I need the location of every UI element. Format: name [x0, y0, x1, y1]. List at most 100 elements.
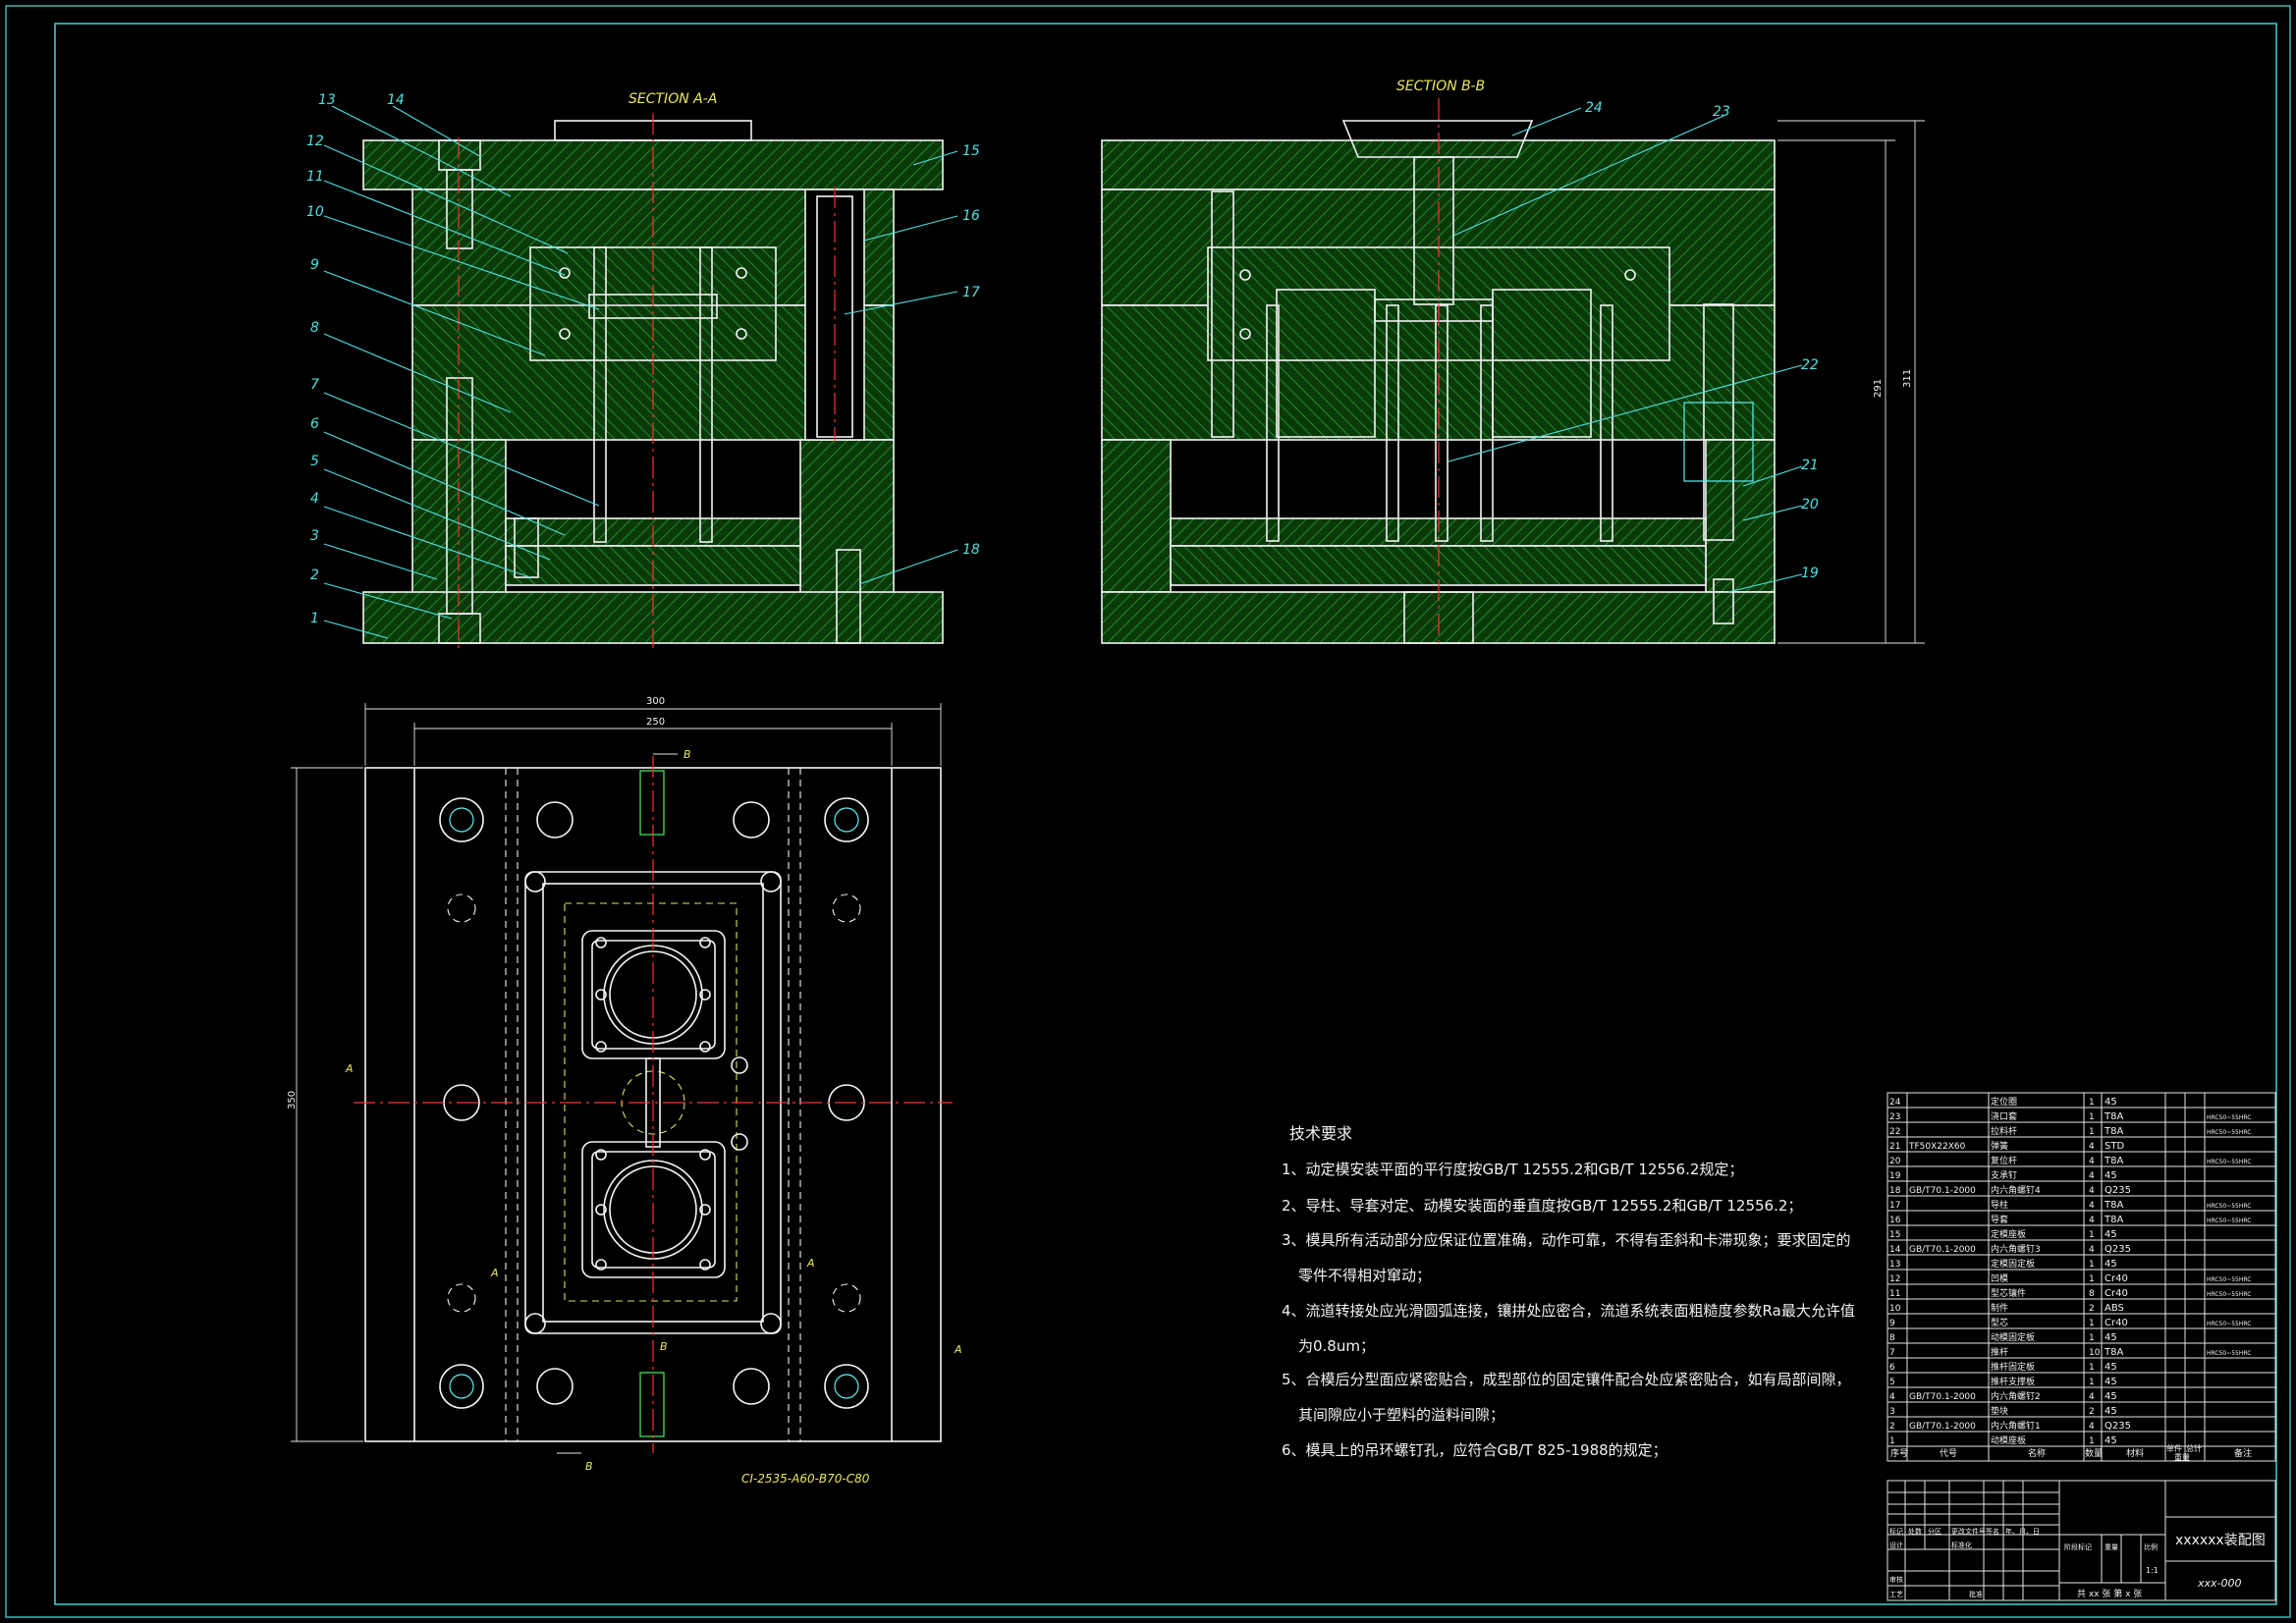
tb-sign: 签名 [1986, 1527, 1999, 1536]
bom-cell-no: 23 [1889, 1112, 1900, 1122]
bom-cell-qty: 4 [2089, 1422, 2095, 1432]
bom-cell-qty: 1 [2089, 1436, 2095, 1446]
bom-header-row: 序号 代号 名称 数量 材料 单件 总计 重量 备注 [1890, 1443, 2252, 1462]
bom-cell-no: 7 [1889, 1348, 1895, 1358]
bom-cell-std: GB/T70.1-2000 [1909, 1392, 1976, 1402]
bom-cell-name: 内六角螺钉4 [1991, 1184, 2041, 1196]
bom-cell-name: 凹模 [1991, 1273, 2008, 1284]
tb-count: 处数 [1908, 1527, 1922, 1536]
tb-review: 审核 [1889, 1575, 1903, 1584]
bom-cell-no: 2 [1889, 1422, 1895, 1432]
bom-cell-note: HRC50~55HRC [2207, 1321, 2251, 1327]
bom-cell-note: HRC50~55HRC [2207, 1129, 2251, 1136]
bom-h-weight: 重量 [2174, 1452, 2190, 1462]
bom-cell-mat: 45 [2105, 1332, 2117, 1343]
tb-date: 年、月、日 [2005, 1527, 2040, 1536]
tb-mark: 标记 [1889, 1527, 1903, 1536]
tb-process: 工艺 [1889, 1591, 1903, 1598]
plan-dim-height: 350 [287, 1091, 298, 1109]
bom-cell-note: HRC50~55HRC [2207, 1276, 2251, 1283]
bom-cell-mat: 45 [2105, 1406, 2117, 1417]
bom-cell-no: 20 [1889, 1157, 1901, 1166]
bom-cell-mat: Q235 [2105, 1185, 2131, 1196]
bb-dim-outer: 311 [1902, 369, 1913, 388]
bom-cell-mat: ABS [2105, 1303, 2124, 1314]
tb-ratio: 比例 [2144, 1542, 2158, 1551]
tech-req-item-5: 5、合模后分型面应紧密贴合，成型部位的固定镶件配合处应紧密贴合，如有局部间隙， [1282, 1371, 1851, 1388]
bom-cell-qty: 1 [2089, 1230, 2095, 1240]
section-bb-title: SECTION B-B [1396, 79, 1485, 94]
aa-part-5: 5 [310, 454, 319, 469]
cut-a-left: A [345, 1062, 354, 1075]
bom-cell-qty: 2 [2089, 1407, 2095, 1417]
cut-a-mid-right: A [806, 1257, 815, 1270]
tb-sheets: 共 xx 张 第 x 张 [2077, 1588, 2142, 1599]
plate-holes [439, 797, 869, 1409]
bom-cell-mat: T8A [2104, 1111, 2123, 1122]
tb-change-doc: 更改文件号 [1951, 1527, 1986, 1536]
bom-cell-qty: 4 [2089, 1201, 2095, 1211]
bb-dim-inner: 291 [1873, 379, 1884, 398]
bom-cell-name: 动模固定板 [1991, 1331, 2035, 1343]
bom-cell-qty: 1 [2089, 1127, 2095, 1137]
bom-cell-no: 17 [1889, 1201, 1900, 1211]
bom-cell-name: 内六角螺钉2 [1991, 1390, 2041, 1402]
tech-req-item-1: 1、动定模安装平面的平行度按GB/T 12555.2和GB/T 12556.2规… [1282, 1161, 1743, 1178]
aa-part-12: 12 [306, 134, 324, 149]
section-cut-marks: B B A A A A B [345, 748, 962, 1473]
bom-cell-mat: 45 [2105, 1170, 2117, 1181]
tb-zone: 分区 [1928, 1527, 1941, 1536]
bom-cell-qty: 1 [2089, 1378, 2095, 1387]
bom-cell-mat: Q235 [2105, 1244, 2131, 1255]
bom-cell-name: 垫块 [1991, 1405, 2008, 1417]
bom-cell-qty: 1 [2089, 1274, 2095, 1284]
bb-part-24: 24 [1585, 100, 1603, 116]
bb-leaders [1448, 107, 1803, 593]
tech-req-title: 技术要求 [1289, 1124, 1352, 1143]
bom-cell-qty: 1 [2089, 1333, 2095, 1343]
cut-a-mid-left: A [490, 1267, 499, 1279]
bom-h-total: 总计 [2186, 1443, 2202, 1453]
bom-cell-qty: 4 [2089, 1186, 2095, 1196]
cut-b-mid: B [660, 1340, 668, 1353]
bom-cell-name: 推杆 [1991, 1346, 2008, 1358]
aa-part-9: 9 [310, 257, 319, 273]
bom-cell-std: GB/T70.1-2000 [1909, 1245, 1976, 1255]
bom-cell-qty: 10 [2089, 1348, 2101, 1358]
aa-part-7: 7 [310, 377, 319, 393]
bom-cell-no: 22 [1889, 1127, 1900, 1137]
tech-req-item-6: 6、模具上的吊环螺钉孔，应符合GB/T 825-1988的规定； [1282, 1441, 1667, 1459]
aa-part-3: 3 [310, 528, 319, 544]
bom-cell-note: HRC50~55HRC [2207, 1217, 2251, 1224]
tech-req-item-5b: 其间隙应小于塑料的溢料间隙； [1298, 1406, 1504, 1424]
bom-cell-no: 18 [1889, 1186, 1901, 1196]
bom-cell-name: 制件 [1991, 1302, 2008, 1314]
aa-part-15: 15 [962, 143, 980, 159]
aa-part-14: 14 [387, 92, 405, 108]
bb-part-20: 20 [1801, 497, 1819, 513]
bom-cell-no: 15 [1889, 1230, 1900, 1240]
bom-cell-mat: T8A [2104, 1200, 2123, 1211]
bom-cell-qty: 8 [2089, 1289, 2095, 1299]
bom-cell-mat: 45 [2105, 1435, 2117, 1446]
section-bb-view: SECTION B-B [1101, 79, 1925, 648]
tech-req-item-4: 4、流道转接处应光滑圆弧连接，镶拼处应密合，流道系统表面粗糙度参数Ra最大允许值 [1282, 1302, 1855, 1320]
bom-cell-note: HRC50~55HRC [2207, 1159, 2251, 1165]
plan-dim-width-inner: 250 [646, 717, 665, 728]
tb-weight: 重量 [2105, 1543, 2118, 1551]
bom-cell-mat: 45 [2105, 1229, 2117, 1240]
bom-cell-mat: T8A [2104, 1156, 2123, 1166]
bom-cell-no: 6 [1889, 1363, 1895, 1373]
tb-approve: 批准 [1969, 1590, 1983, 1598]
bom-cell-no: 13 [1889, 1260, 1900, 1270]
bb-part-22: 22 [1801, 357, 1819, 373]
aa-part-16: 16 [962, 208, 980, 224]
aa-part-11: 11 [306, 169, 324, 185]
bom-cell-name: 型芯镶件 [1991, 1287, 2026, 1299]
aa-part-17: 17 [962, 285, 980, 300]
bom-cell-std: TF50X22X60 [1908, 1142, 1966, 1152]
technical-requirements: 技术要求 1、动定模安装平面的平行度按GB/T 12555.2和GB/T 125… [1282, 1124, 1855, 1459]
aa-part-2: 2 [310, 568, 319, 583]
